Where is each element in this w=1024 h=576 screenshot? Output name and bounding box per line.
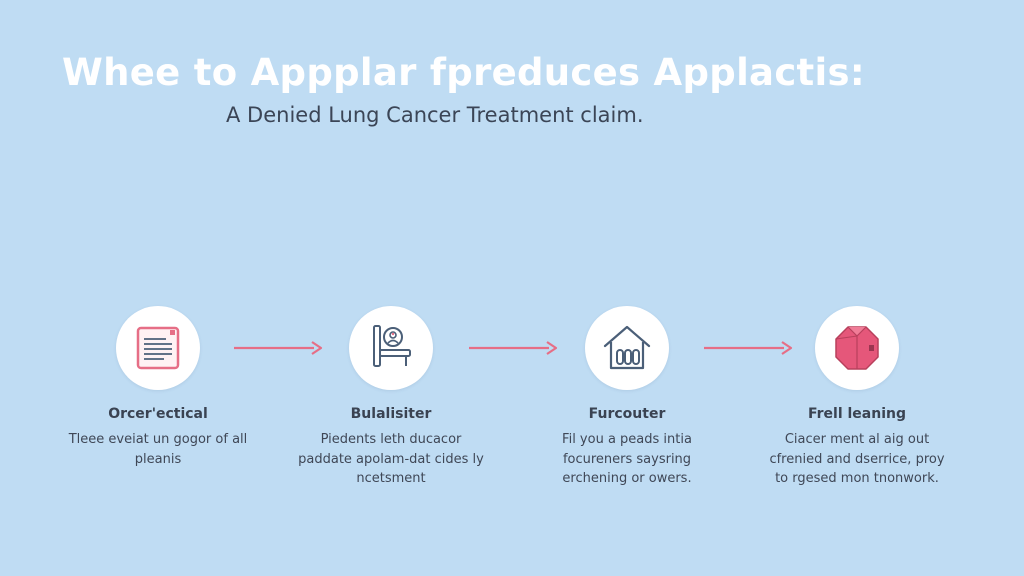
step-2-icon-circle xyxy=(349,306,433,390)
step-1-icon-circle xyxy=(116,306,200,390)
step-2-description: Piedents leth ducacor paddate apolam-dat… xyxy=(298,432,484,486)
step-1-description: Tleee eveiat un gogor of all pleanis xyxy=(68,432,248,467)
step-4-heading: Frell leaning xyxy=(807,406,907,422)
arrow-1 xyxy=(234,341,323,355)
arrow-3 xyxy=(704,341,793,355)
arrow-2 xyxy=(469,341,558,355)
step-3: Furcouter Fil you a peads intia focurene… xyxy=(512,306,742,489)
step-4-description: Ciacer ment al aig out cfrenied and dser… xyxy=(769,432,945,486)
page-subtitle: A Denied Lung Cancer Treatment claim. xyxy=(226,103,644,127)
step-3-heading: Furcouter xyxy=(588,406,666,422)
page-title: Whee to Appplar fpreduces Applactis: xyxy=(62,51,865,94)
hospital-bed-icon xyxy=(373,325,411,367)
package-icon xyxy=(835,326,879,370)
step-2: Bulalisiter Piedents leth ducacor paddat… xyxy=(276,306,506,489)
document-icon xyxy=(136,326,180,370)
step-1: Orcer'ectical Tleee eveiat un gogor of a… xyxy=(43,306,273,469)
step-3-description: Fil you a peads intia focureners saysrin… xyxy=(562,432,692,486)
step-4-icon-circle xyxy=(815,306,899,390)
step-4: Frell leaning Ciacer ment al aig out cfr… xyxy=(742,306,972,489)
step-3-icon-circle xyxy=(585,306,669,390)
house-icon xyxy=(603,325,651,370)
step-1-heading: Orcer'ectical xyxy=(108,406,208,422)
step-2-heading: Bulalisiter xyxy=(350,406,432,422)
